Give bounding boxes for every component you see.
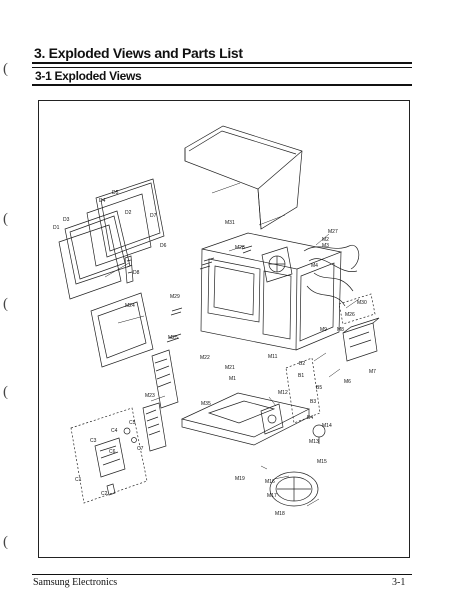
callout-label: M2 xyxy=(322,237,329,243)
title-rule-thin xyxy=(32,67,412,68)
section-title: 3. Exploded Views and Parts List xyxy=(34,45,243,61)
callout-label: M11 xyxy=(268,354,278,360)
callout-label: C1 xyxy=(75,477,82,483)
callout-label: B1 xyxy=(298,373,304,379)
footer-publisher: Samsung Electronics xyxy=(33,577,118,588)
exploded-view-drawing: D5 D4 D7 D3 D1 D2 D6 D8 M31 M28 M27 M2 M… xyxy=(53,125,380,517)
callout-label: C3 xyxy=(90,438,97,444)
callout-label: M27 xyxy=(328,229,338,235)
callout-label: M21 xyxy=(225,365,235,371)
callout-label: M24 xyxy=(125,303,135,309)
callout-label: M4 xyxy=(311,263,318,269)
lower-transformer xyxy=(260,403,284,435)
callout-label: M35 xyxy=(201,401,211,407)
callout-labels: D5 D4 D7 D3 D1 D2 D6 D8 M31 M28 M27 M2 M… xyxy=(53,190,376,517)
callout-label: D3 xyxy=(63,217,70,223)
callout-label: M28 xyxy=(235,245,245,251)
callout-label: B4 xyxy=(307,415,313,421)
binding-hole-mark: ( xyxy=(3,384,8,400)
callout-label: C7 xyxy=(137,446,144,452)
callout-label: M13 xyxy=(309,439,319,445)
control-panel xyxy=(151,349,179,409)
callout-label: M30 xyxy=(357,300,367,306)
binding-hole-mark: ( xyxy=(3,296,8,312)
callout-label: M16 xyxy=(265,479,275,485)
callout-label: M9 xyxy=(320,327,327,333)
hv-group xyxy=(285,293,376,424)
callout-label: M14 xyxy=(322,423,332,429)
subsection-rule xyxy=(32,84,412,86)
callout-label: B2 xyxy=(299,361,305,367)
base-plate xyxy=(180,392,311,446)
callout-label: M18 xyxy=(275,511,285,517)
outer-cabinet xyxy=(184,125,303,230)
callout-label: M15 xyxy=(317,459,327,465)
turntable-roller xyxy=(269,471,319,507)
callout-label: C6 xyxy=(109,449,116,455)
subsection-title: 3-1 Exploded Views xyxy=(35,69,142,83)
binding-hole-mark: ( xyxy=(3,61,8,77)
callout-label: M1 xyxy=(229,376,236,382)
binding-hole-mark: ( xyxy=(3,534,8,550)
callout-label: M25 xyxy=(168,335,178,341)
callout-label: C4 xyxy=(111,428,118,434)
callout-label: M3 xyxy=(322,243,329,249)
footer-page-number: 3-1 xyxy=(392,577,406,588)
springs-screws xyxy=(166,245,253,343)
callout-label: C2 xyxy=(101,491,108,497)
callout-label: M12 xyxy=(278,390,288,396)
pcb-parts xyxy=(94,427,137,496)
leader-lines xyxy=(104,182,360,507)
binding-hole-mark: ( xyxy=(3,211,8,227)
callout-label: M6 xyxy=(344,379,351,385)
oven-cavity xyxy=(200,232,343,351)
footer-rule xyxy=(32,574,412,575)
callout-label: M17 xyxy=(267,493,277,499)
callout-label: B5 xyxy=(316,385,322,391)
callout-label: D8 xyxy=(133,270,140,276)
callout-label: D2 xyxy=(125,210,132,216)
callout-label: M31 xyxy=(225,220,235,226)
turntable-motor xyxy=(312,424,326,444)
callout-label: M19 xyxy=(235,476,245,482)
callout-label: C5 xyxy=(129,420,136,426)
door-latch xyxy=(124,255,134,284)
callout-label: M8 xyxy=(337,327,344,333)
callout-label: M29 xyxy=(170,294,180,300)
callout-label: M22 xyxy=(200,355,210,361)
high-voltage-transformer xyxy=(342,317,380,362)
fan-motor xyxy=(261,246,293,283)
callout-label: M26 xyxy=(345,312,355,318)
control-board xyxy=(142,402,167,452)
callout-label: D1 xyxy=(53,225,60,231)
callout-label: D4 xyxy=(99,198,106,204)
callout-label: D6 xyxy=(160,243,167,249)
door-frame xyxy=(58,178,165,300)
front-panel xyxy=(90,292,154,368)
callout-label: B3 xyxy=(310,399,316,405)
callout-label: M23 xyxy=(145,393,155,399)
callout-label: M7 xyxy=(369,369,376,375)
title-rule xyxy=(32,62,412,64)
callout-label: D5 xyxy=(112,190,119,196)
wire-harness xyxy=(303,244,360,307)
exploded-view-diagram: D5 D4 D7 D3 D1 D2 D6 D8 M31 M28 M27 M2 M… xyxy=(38,100,410,558)
callout-label: D7 xyxy=(150,213,157,219)
